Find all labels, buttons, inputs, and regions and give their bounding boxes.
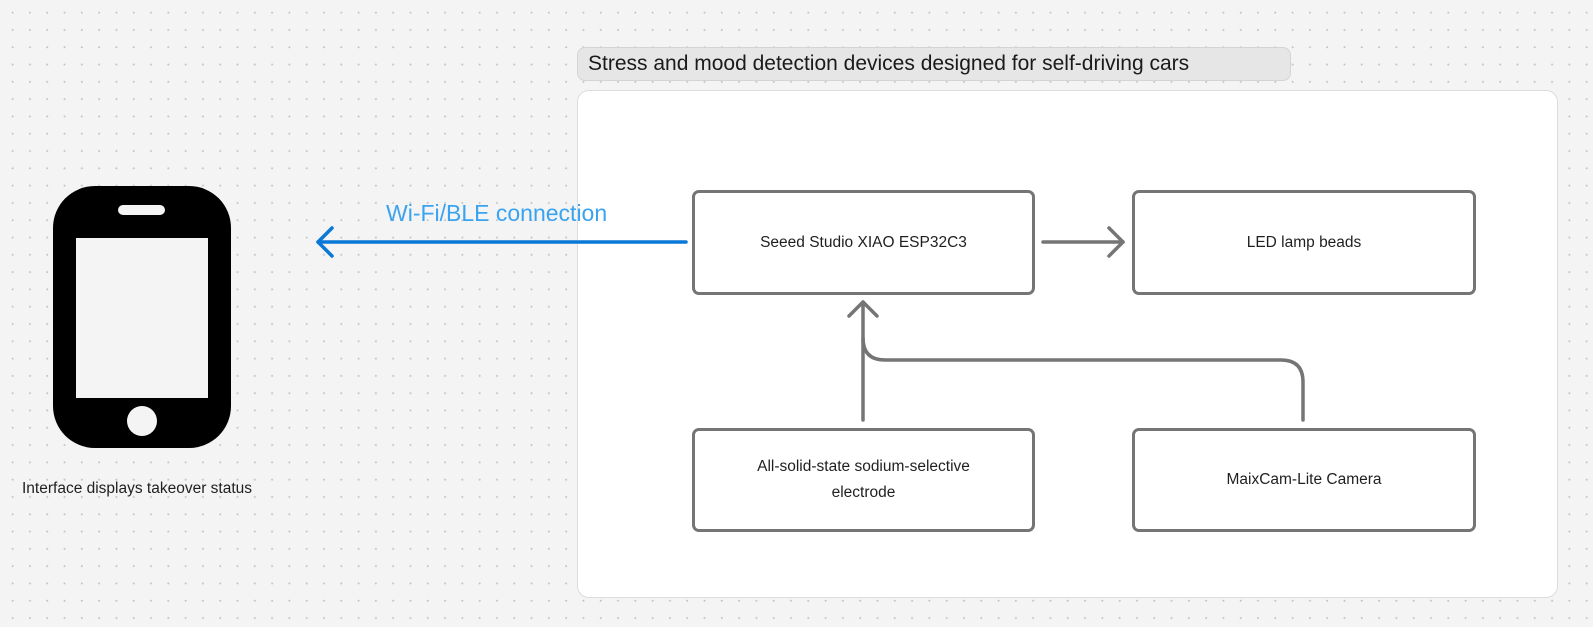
wifi-ble-arrow [316,226,688,258]
node-electrode[interactable]: All-solid-state sodium-selective electro… [692,428,1035,532]
node-electrode-label: All-solid-state sodium-selective electro… [757,458,970,501]
mcu-to-led-arrow [1041,226,1125,258]
sensors-to-mcu-arrow [847,300,1305,422]
group-title: Stress and mood detection devices design… [577,47,1291,81]
node-mcu[interactable]: Seeed Studio XIAO ESP32C3 [692,190,1035,295]
node-camera[interactable]: MaixCam-Lite Camera [1132,428,1476,532]
connection-label: Wi-Fi/BLE connection [386,200,608,226]
phone-label: Interface displays takeover status [22,480,253,497]
node-camera-label: MaixCam-Lite Camera [1226,471,1382,488]
node-mcu-label: Seeed Studio XIAO ESP32C3 [760,233,967,251]
smartphone-icon [53,186,231,448]
node-led[interactable]: LED lamp beads [1132,190,1476,295]
node-led-label: LED lamp beads [1246,233,1362,251]
